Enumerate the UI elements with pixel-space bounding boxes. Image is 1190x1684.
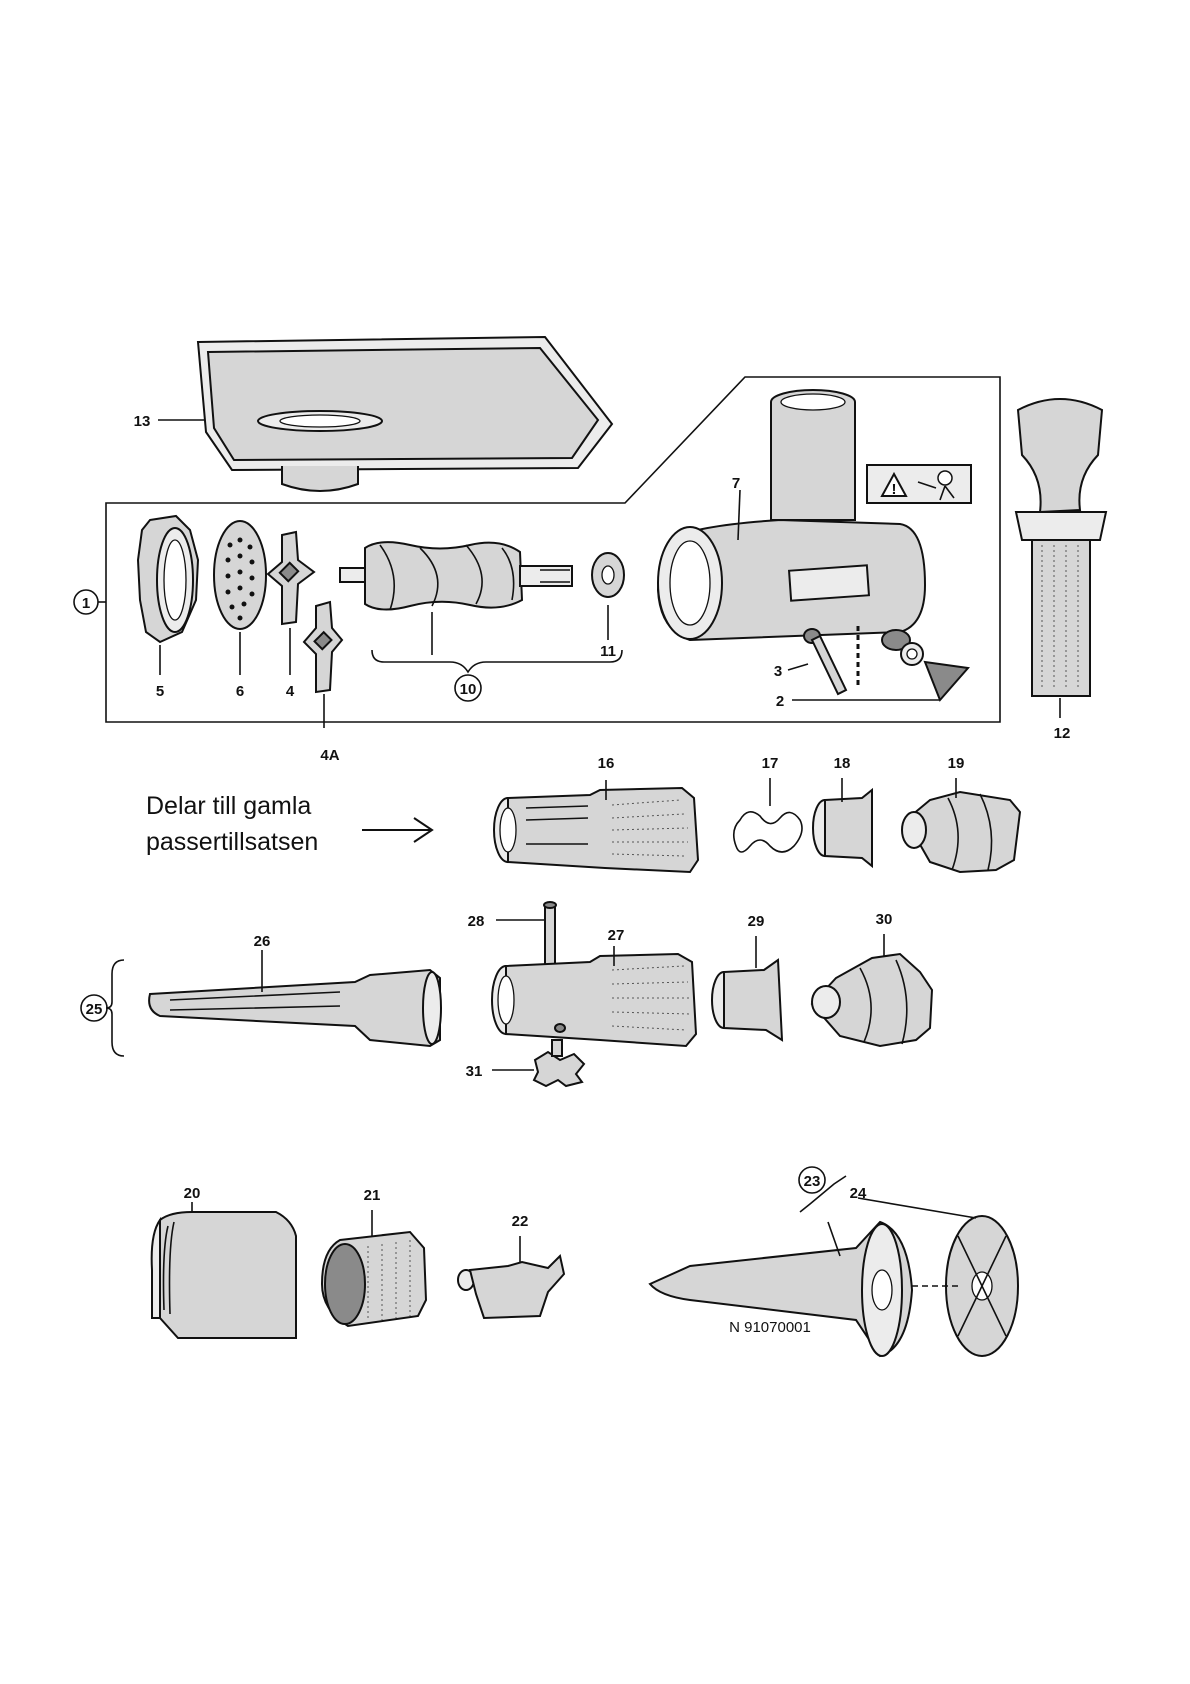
- label-21: 21: [364, 1187, 381, 1204]
- part-5-ring-nut: [136, 514, 200, 644]
- part-31-knob: [532, 1039, 586, 1088]
- warning-icon: !: [880, 471, 908, 498]
- part-17-spring: [732, 811, 803, 853]
- label-7: 7: [732, 475, 740, 492]
- label-31: 31: [466, 1063, 483, 1080]
- label-11: 11: [600, 643, 616, 660]
- arrow-right-icon: [362, 817, 434, 843]
- note-line-2: passertillsatsen: [146, 828, 318, 856]
- label-29: 29: [748, 913, 765, 930]
- label-6: 6: [236, 683, 244, 700]
- part-18-sleeve: [812, 787, 873, 869]
- part-21-grater-drum: [320, 1230, 428, 1328]
- label-4: 4: [286, 683, 295, 700]
- label-20: 20: [184, 1185, 201, 1202]
- part-12-pusher: [1014, 398, 1108, 697]
- label-24: 24: [850, 1185, 867, 1202]
- label-19: 19: [948, 755, 965, 772]
- part-23-sausage-horn: [648, 1220, 914, 1358]
- label-22: 22: [512, 1213, 529, 1230]
- label-12: 12: [1054, 725, 1071, 742]
- label-30: 30: [876, 911, 893, 928]
- part-26-funnel-tube: [148, 968, 442, 1048]
- part-28-pin: [543, 901, 557, 966]
- note-line-1: Delar till gamla: [146, 792, 311, 820]
- label-1: 1: [82, 595, 90, 612]
- label-13: 13: [134, 413, 151, 430]
- warning-label: !: [866, 464, 972, 504]
- part-29-sleeve: [711, 958, 784, 1042]
- svg-text:!: !: [892, 481, 897, 498]
- label-16: 16: [598, 755, 615, 772]
- label-17: 17: [762, 755, 779, 772]
- part-3-bolt: [803, 628, 848, 696]
- part-6-perforated-disc: [213, 520, 267, 630]
- part-24-plate: [945, 1215, 1019, 1357]
- label-28: 28: [468, 913, 485, 930]
- label-4a: 4A: [320, 747, 339, 764]
- part-4a-knife: [302, 600, 344, 694]
- label-2: 2: [776, 693, 784, 710]
- label-18: 18: [834, 755, 851, 772]
- part-2-clamp-screw: [856, 626, 970, 702]
- part-22-holder: [457, 1254, 566, 1320]
- part-27-sieve-housing: [491, 952, 698, 1048]
- part-10-feed-screw: [339, 541, 573, 611]
- part-13-tray: [196, 335, 614, 492]
- label-26: 26: [254, 933, 271, 950]
- part-4-cross-knife: [266, 530, 316, 626]
- label-5: 5: [156, 683, 164, 700]
- label-27: 27: [608, 927, 625, 944]
- label-23: 23: [804, 1173, 821, 1190]
- label-3: 3: [774, 663, 782, 680]
- part-7-grinder-housing: [656, 389, 927, 651]
- part-30-spiral: [810, 952, 934, 1048]
- label-25: 25: [86, 1001, 103, 1018]
- part-16-sieve-housing: [493, 786, 700, 874]
- part-11-washer: [591, 552, 625, 598]
- part-20-cover: [150, 1211, 297, 1339]
- part-19-spiral: [901, 790, 1022, 874]
- label-10: 10: [460, 681, 477, 698]
- drawing-number: N 91070001: [729, 1319, 811, 1336]
- assembly-1-frame: [105, 376, 1001, 723]
